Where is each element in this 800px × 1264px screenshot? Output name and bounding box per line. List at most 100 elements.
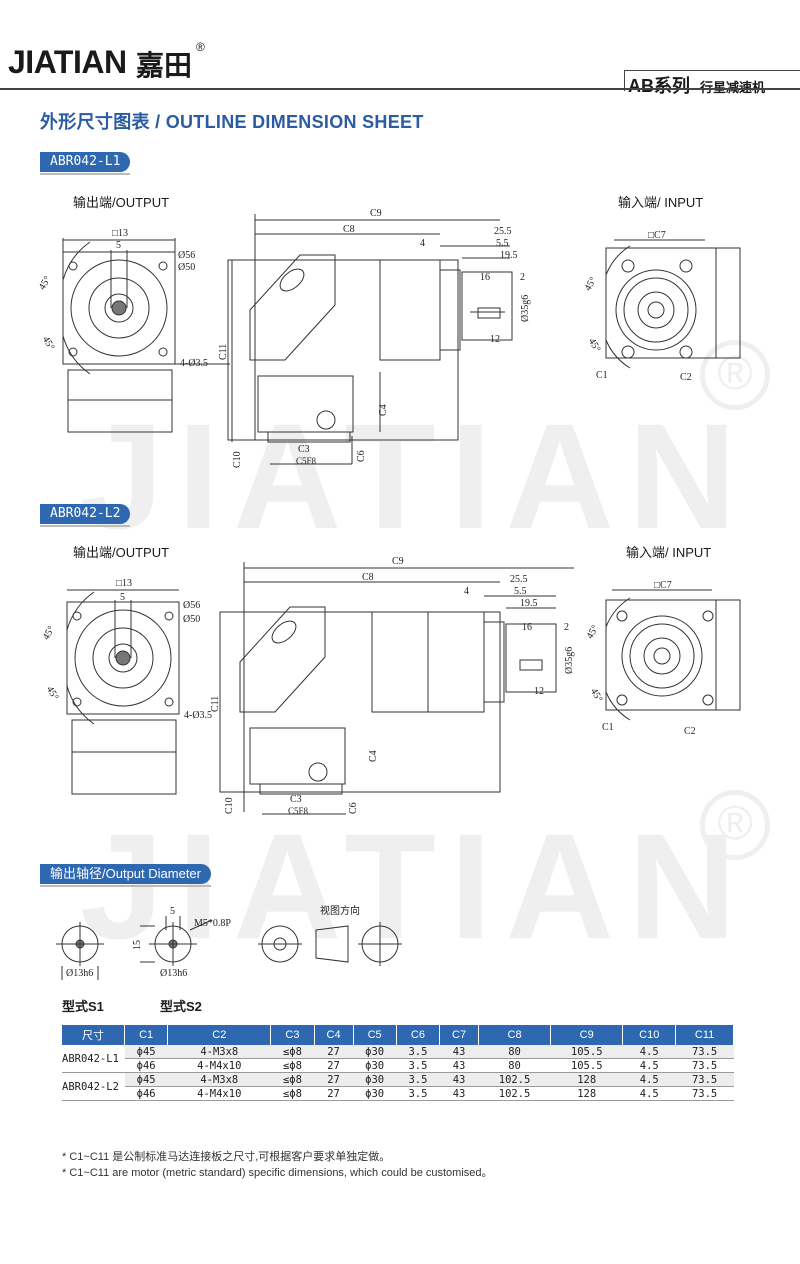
cell: ≤ϕ8 xyxy=(270,1045,315,1059)
col-header: C4 xyxy=(314,1025,354,1045)
model-tag-l2: ABR042-L2 xyxy=(40,504,131,527)
dim-25-5: 25.5 xyxy=(510,574,528,585)
dim-deg-top: 45° xyxy=(37,274,54,292)
table-row: ABR042-L1 ϕ45 4-M3x8 ≤ϕ8 27 ϕ30 3.5 43 8… xyxy=(62,1045,734,1073)
output-diameter-tag: 输出轴径/Output Diameter xyxy=(40,864,211,887)
input-view-l1 xyxy=(605,239,741,369)
table-row: ϕ46 4-M4x10 ≤ϕ8 27 ϕ30 3.5 43 80 105.5 4… xyxy=(62,1058,734,1073)
watermark-reg-mark: ® xyxy=(700,340,770,410)
cell: 4-M4x10 xyxy=(167,1058,271,1073)
cell: 43 xyxy=(439,1086,479,1101)
cell: ≤ϕ8 xyxy=(270,1072,315,1087)
dim-c5: C5F8 xyxy=(296,456,317,466)
cell: 80 xyxy=(478,1058,551,1073)
dim-deg-in-top: 45° xyxy=(583,275,600,293)
cell: 73.5 xyxy=(675,1045,734,1059)
cell: 73.5 xyxy=(675,1086,734,1101)
dim-c5: C5F8 xyxy=(288,806,309,816)
watermark-reg-mark: ® xyxy=(700,790,770,860)
dim-5-5: 5.5 xyxy=(496,238,509,249)
dim-2: 2 xyxy=(520,272,525,283)
dim-sq13: □13 xyxy=(116,578,132,589)
cell: ϕ46 xyxy=(124,1086,168,1101)
cell: 4.5 xyxy=(622,1045,676,1059)
cell: 73.5 xyxy=(675,1058,734,1073)
dim-d50: Ø50 xyxy=(178,262,195,273)
col-header: C3 xyxy=(270,1025,315,1045)
cell: 128 xyxy=(550,1072,623,1087)
cell: ϕ30 xyxy=(353,1072,397,1087)
output-label-l2: 输出端/OUTPUT xyxy=(73,545,170,560)
output-label-l1: 输出端/OUTPUT xyxy=(73,195,170,210)
drawing-l2: □13 5 Ø56 Ø50 4-Ø3.5 45° 45° C9 C8 25.5 … xyxy=(41,556,741,816)
view-direction-label: 视图方向 xyxy=(320,906,360,917)
dim-deg-top: 45° xyxy=(41,624,58,642)
table-row: ϕ46 4-M4x10 ≤ϕ8 27 ϕ30 3.5 43 102.5 128 … xyxy=(62,1086,734,1101)
note-cn: * C1~C11 是公制标准马达连接板之尺寸,可根据客户要求单独定做。 xyxy=(62,1151,391,1163)
dim-c2: C2 xyxy=(680,372,692,383)
cell: 4.5 xyxy=(622,1072,676,1087)
cell: 105.5 xyxy=(550,1058,623,1073)
view-direction-icons xyxy=(258,922,402,966)
cell: 102.5 xyxy=(478,1072,551,1087)
col-header: 尺寸 xyxy=(62,1025,125,1045)
cell: 43 xyxy=(439,1072,479,1087)
dim-deg-in-bottom: 45° xyxy=(586,337,603,355)
cell: 3.5 xyxy=(396,1086,440,1101)
spec-table: 尺寸 C1 C2 C3 C4 C5 C6 C7 C8 C9 C10 C11 AB… xyxy=(62,1025,734,1101)
dim-16: 16 xyxy=(522,622,532,633)
section-title: 外形尺寸图表 / OUTLINE DIMENSION SHEET xyxy=(40,112,424,132)
dim-d35: Ø35g6 xyxy=(520,295,531,322)
cell: 43 xyxy=(439,1045,479,1059)
dim-c6: C6 xyxy=(348,802,359,814)
series-desc: 行星减速机 xyxy=(700,77,765,96)
dim-d56: Ø56 xyxy=(178,250,195,261)
dim-c1: C1 xyxy=(596,370,608,381)
cell: 4-M4x10 xyxy=(167,1086,271,1101)
cell: ϕ45 xyxy=(124,1045,168,1059)
dim-deg-bottom: 45° xyxy=(40,335,57,353)
dim-19-5: 19.5 xyxy=(520,598,538,609)
cell: 27 xyxy=(314,1058,353,1073)
brand-reg-mark: ® xyxy=(196,40,205,54)
cell: ϕ45 xyxy=(124,1072,168,1087)
cell: 3.5 xyxy=(396,1045,440,1059)
dim-holes: 4-Ø3.5 xyxy=(180,358,208,369)
dim-c2: C2 xyxy=(684,726,696,737)
dim-sq13: □13 xyxy=(112,228,128,239)
cell: 105.5 xyxy=(550,1045,623,1059)
output-view-l2 xyxy=(66,589,180,795)
s2-side-dim: 15 xyxy=(132,940,143,950)
s1-dim: Ø13h6 xyxy=(66,968,93,979)
col-header: C2 xyxy=(167,1025,272,1045)
s2-top-dim: 5 xyxy=(170,906,175,917)
cell: ϕ46 xyxy=(124,1058,168,1073)
dim-c7: □C7 xyxy=(654,580,672,591)
s2-dim: Ø13h6 xyxy=(160,968,187,979)
col-header: C7 xyxy=(439,1025,479,1045)
side-view-l2 xyxy=(219,562,574,815)
dim-deg-in-top: 45° xyxy=(585,623,602,641)
dim-c8: C8 xyxy=(362,572,374,583)
series-code: AB系列 xyxy=(628,76,690,96)
cell: ϕ30 xyxy=(353,1058,397,1073)
cell: 4.5 xyxy=(622,1058,676,1073)
dim-12: 12 xyxy=(490,334,500,345)
cell: 73.5 xyxy=(675,1072,734,1087)
dim-c11: C11 xyxy=(210,696,221,712)
cell: 4-M3x8 xyxy=(167,1072,271,1087)
dim-c6: C6 xyxy=(356,450,367,462)
brand-logo-cn: 嘉田 xyxy=(136,50,193,81)
cell: ϕ30 xyxy=(353,1045,397,1059)
cell: ≤ϕ8 xyxy=(270,1058,315,1073)
dim-holes: 4-Ø3.5 xyxy=(184,710,212,721)
col-header: C10 xyxy=(622,1025,677,1045)
dim-25-5: 25.5 xyxy=(494,226,512,237)
dim-c10: C10 xyxy=(224,797,235,814)
dim-16: 16 xyxy=(480,272,490,283)
cell: 27 xyxy=(314,1086,353,1101)
side-view-l1 xyxy=(227,214,513,465)
cell: 3.5 xyxy=(396,1058,440,1073)
dim-c3: C3 xyxy=(298,444,310,455)
dim-c9: C9 xyxy=(370,208,382,219)
